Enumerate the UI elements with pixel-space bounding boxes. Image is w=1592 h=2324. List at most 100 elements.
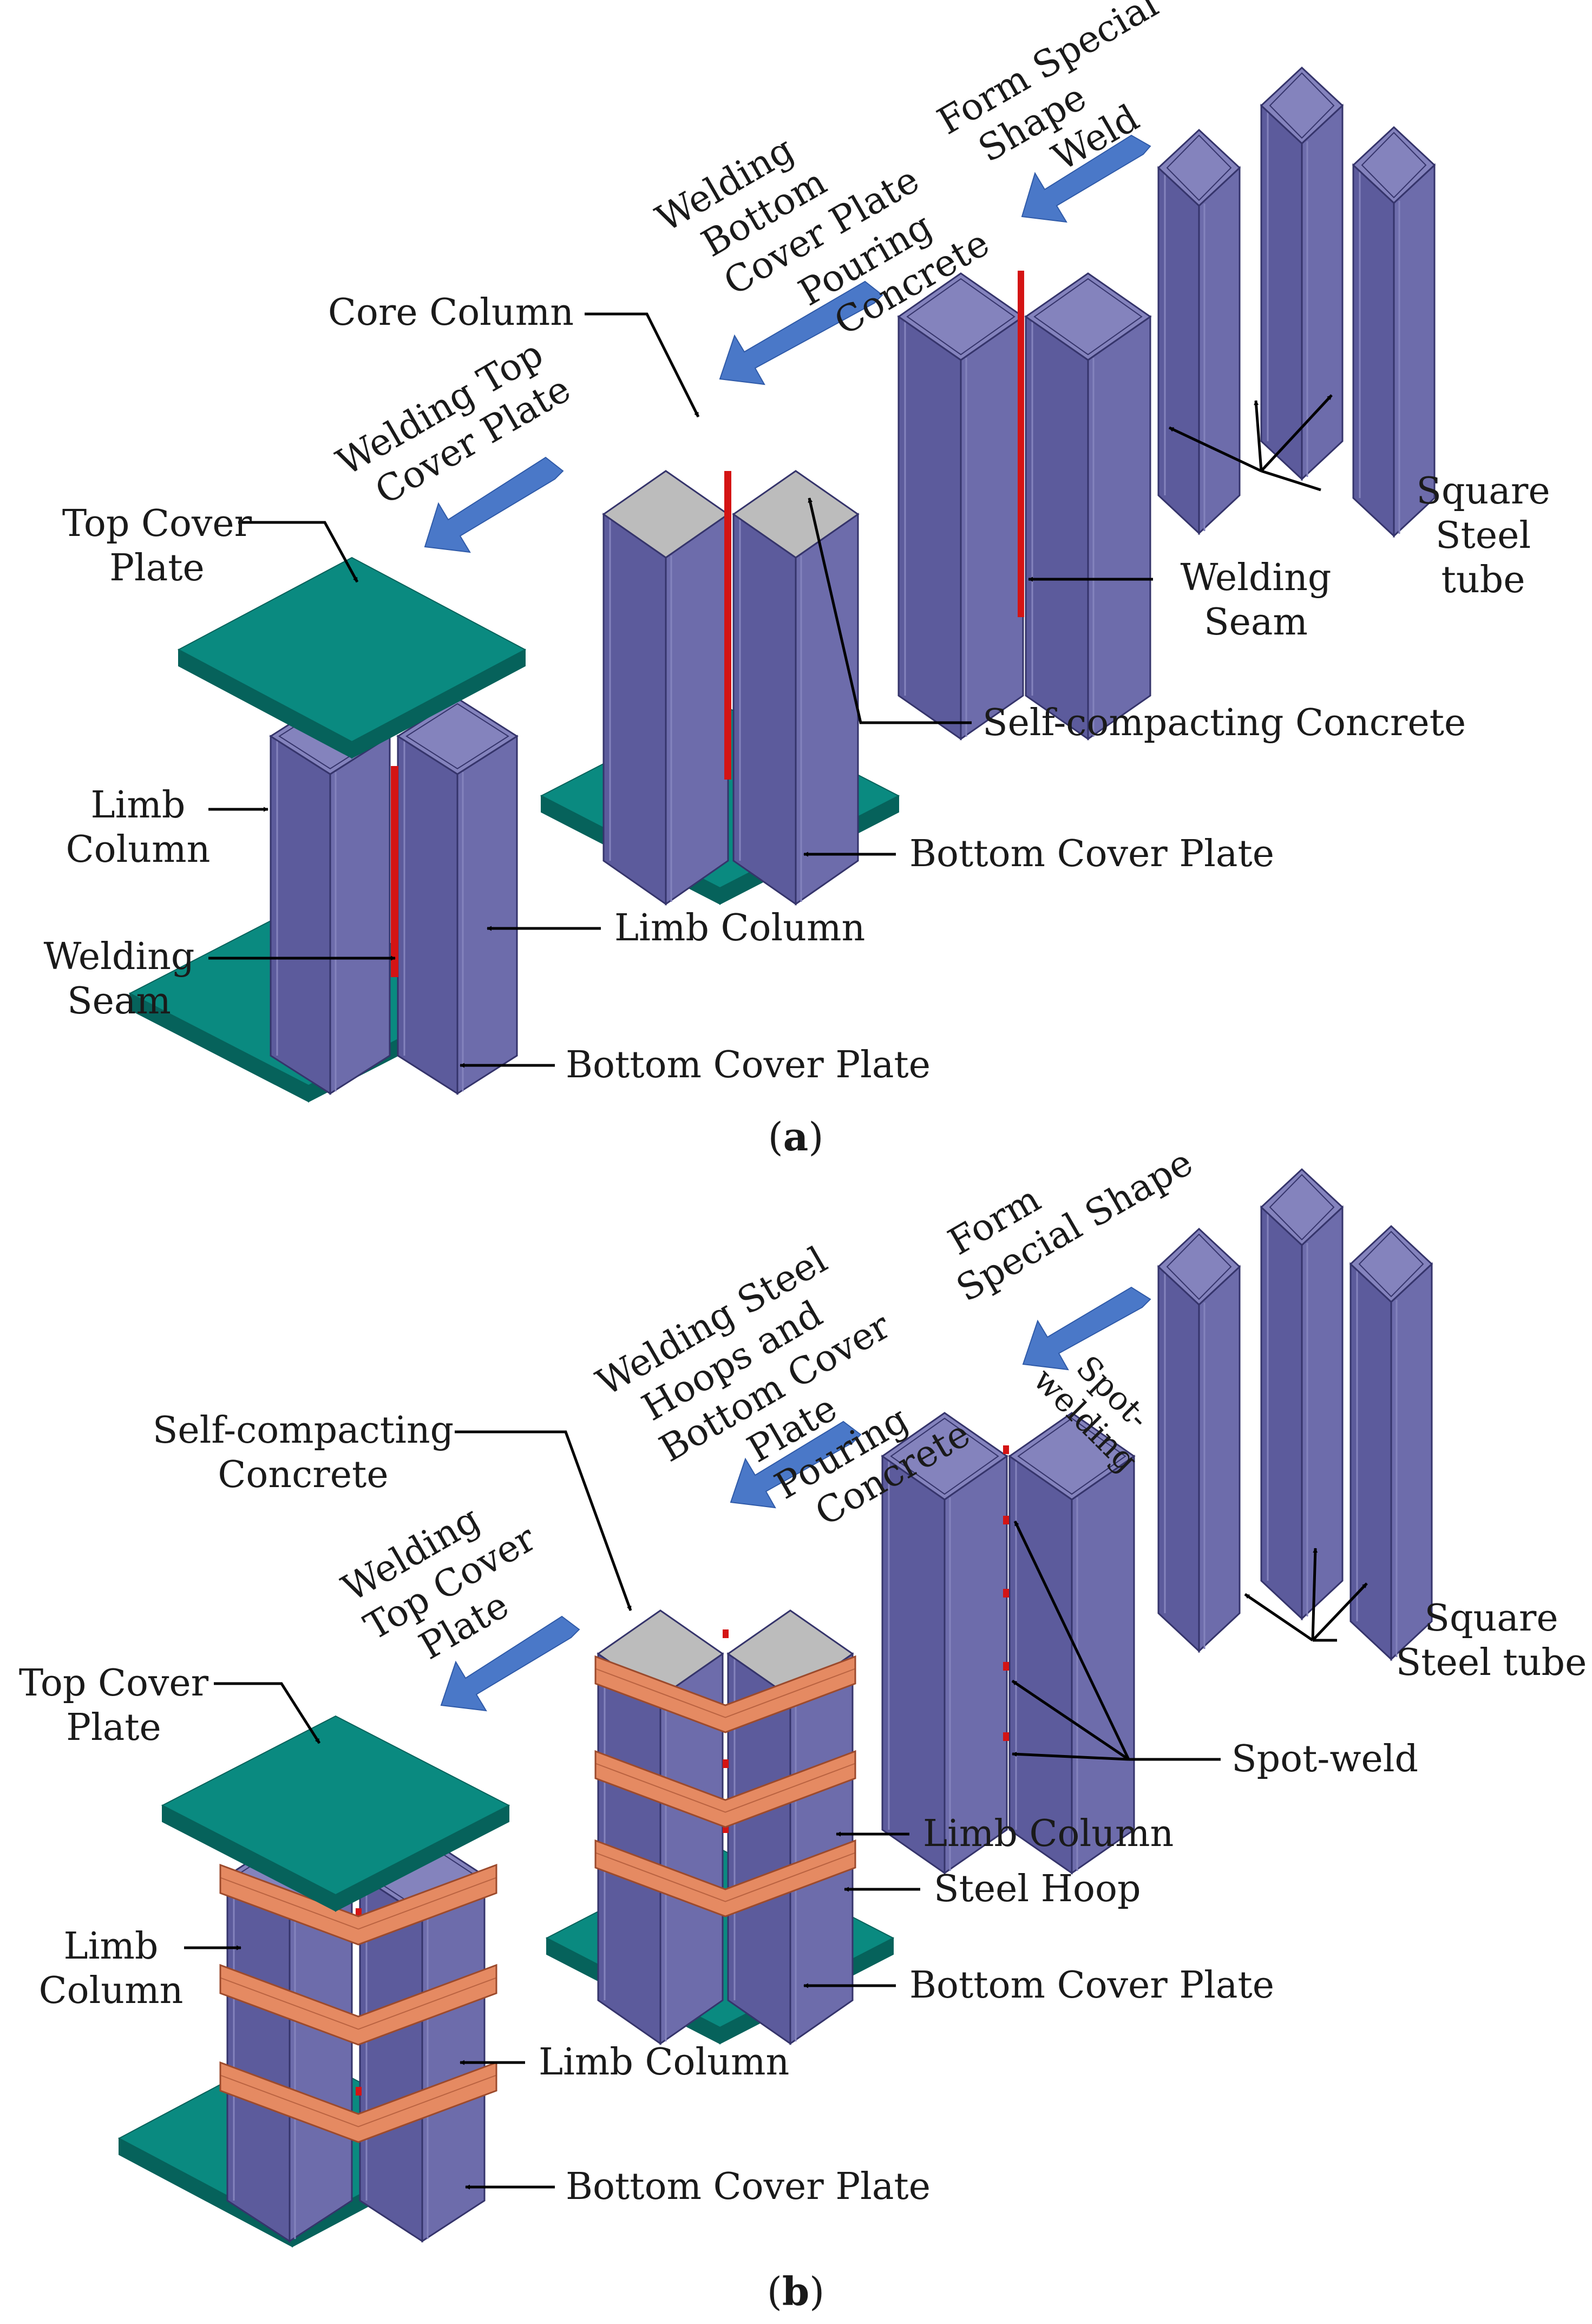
welded-column-a <box>897 271 1152 741</box>
label-bottom-plate-left-b: Bottom Cover Plate <box>465 2165 931 2208</box>
hoop-edge <box>595 1852 856 1902</box>
tube-rim <box>1166 1233 1232 1300</box>
label-limb-column-right-b: Limb Column <box>460 2041 789 2084</box>
tube <box>1349 1225 1433 1661</box>
tube-rim <box>1358 1230 1424 1298</box>
tube-face <box>732 513 797 906</box>
label-self-compacting: Self-compacting Concrete <box>808 497 1466 744</box>
concrete-top <box>602 470 730 559</box>
concrete-top <box>732 470 860 559</box>
tube-rim <box>1166 134 1232 201</box>
tube-face <box>329 735 391 1095</box>
panel-a: Form Special Shape Weld Welding Bottom C… <box>44 0 1550 1160</box>
spot-weld-mark <box>723 1824 729 1833</box>
tube-top <box>1024 272 1152 361</box>
spot-weld-mark <box>723 1629 729 1638</box>
svg-text:Limb Column: Limb Column <box>614 907 865 950</box>
process-arrow <box>1022 1286 1151 1371</box>
hoop-edge <box>595 1668 856 1718</box>
tube-face <box>897 315 962 741</box>
label-limb-column-right: Limb Column <box>487 907 865 950</box>
tube-rim <box>1017 1417 1126 1495</box>
hoop-edge <box>220 1977 497 2030</box>
tube-face <box>456 735 518 1095</box>
weld-seam <box>1018 271 1024 617</box>
process-arrow <box>730 1420 862 1509</box>
spot-weld-mark <box>723 1759 729 1768</box>
caption-a: (a) <box>768 1114 824 1160</box>
process-arrow <box>424 456 564 553</box>
svg-text:Limb Column: Limb Column <box>539 2041 789 2084</box>
tube-top <box>1352 126 1436 205</box>
spot-weld-mark <box>356 2087 362 2096</box>
process-arrow <box>719 280 883 385</box>
steel-hoops <box>219 1863 497 2143</box>
svg-text:Bottom Cover Plate: Bottom Cover Plate <box>909 833 1274 875</box>
spot-weld-mark <box>1003 1589 1009 1598</box>
plate-top <box>177 557 527 743</box>
svg-text:Bottom Cover Plate: Bottom Cover Plate <box>566 1044 931 1086</box>
tube-top <box>1260 66 1344 145</box>
label-core-column: Core Column <box>328 291 700 418</box>
svg-text:Spot-weld: Spot-weld <box>1231 1738 1418 1780</box>
label-limb-column-mid-b: Limb Column <box>836 1812 1174 1855</box>
tube <box>1024 272 1152 741</box>
tube-face <box>881 1455 946 1875</box>
final-column-b <box>117 1715 510 2248</box>
top-cover-plate <box>161 1715 510 1912</box>
spot-weld-mark <box>1003 1732 1009 1741</box>
process-arrow <box>440 1615 580 1712</box>
hoop-edge <box>220 2074 497 2127</box>
tube-face <box>226 1874 291 2243</box>
tube-rim <box>1361 132 1427 199</box>
limb-column <box>269 697 391 1095</box>
tube <box>1157 1227 1241 1653</box>
final-column-a <box>128 557 527 1103</box>
square-steel-tubes-a <box>1157 66 1436 538</box>
spot-weld-mark <box>1003 1516 1009 1524</box>
tube-top <box>1157 1227 1241 1306</box>
tube-rim <box>1269 72 1335 139</box>
tube-face <box>270 735 331 1095</box>
tube-rim <box>890 1417 999 1495</box>
step-welding-top-plate: Welding Top Cover Plate <box>330 326 582 523</box>
filled-column-a <box>540 470 900 906</box>
limb-column <box>358 1834 486 2243</box>
label-bottom-plate-mid: Bottom Cover Plate <box>803 833 1274 875</box>
spot-welds <box>1003 1445 1009 1741</box>
hooped-column-b <box>545 1609 895 2045</box>
plate-top <box>161 1715 510 1896</box>
spot-weld-mark <box>1003 1445 1009 1454</box>
svg-text:Core Column: Core Column <box>328 291 574 334</box>
tube <box>881 1412 1008 1875</box>
tube <box>1352 126 1436 538</box>
tube-rim <box>1269 1174 1335 1241</box>
tube-top <box>897 272 1025 361</box>
label-spot-weld: Spot-weld <box>1011 1520 1418 1780</box>
svg-text:Self-compacting Concrete: Self-compacting Concrete <box>982 702 1466 744</box>
tube-face <box>397 735 458 1095</box>
tube-top <box>1008 1412 1136 1501</box>
tube-face <box>1071 1455 1135 1875</box>
svg-text:Limb Column: Limb Column <box>923 1812 1174 1855</box>
limb-column <box>396 697 519 1095</box>
tube <box>897 272 1025 741</box>
weld-seam <box>391 766 398 977</box>
tube-face <box>1025 315 1089 741</box>
spot-welded-column-b <box>881 1412 1136 1875</box>
tube-top <box>1349 1225 1433 1304</box>
tube-face <box>960 315 1024 741</box>
